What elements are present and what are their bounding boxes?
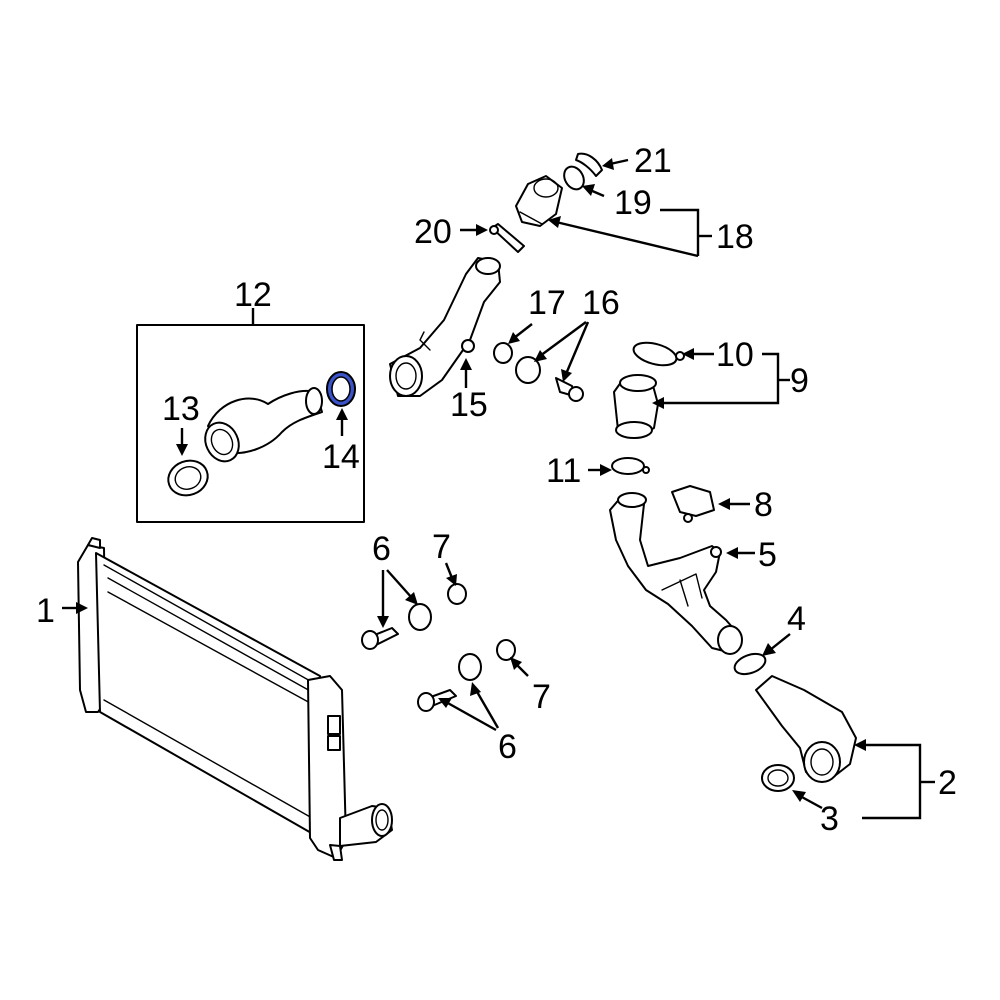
intercooler-part-1[interactable] <box>77 537 393 861</box>
sensor-part-8[interactable] <box>671 485 715 523</box>
callout-1: 1 <box>36 592 55 630</box>
seal-part-19[interactable] <box>560 163 588 193</box>
callout-6-lower: 6 <box>498 728 517 766</box>
callout-7-upper: 7 <box>432 528 451 566</box>
charge-pipe-part-5[interactable] <box>609 492 743 655</box>
callout-5: 5 <box>758 536 777 574</box>
callout-3: 3 <box>820 800 839 838</box>
hose-part-9[interactable] <box>613 374 659 439</box>
pin-part-20[interactable] <box>489 223 525 253</box>
callout-14: 14 <box>322 438 360 476</box>
bolt-part-6-upper[interactable] <box>361 603 432 650</box>
clamp-part-11[interactable] <box>611 457 650 475</box>
o-ring-part-14[interactable] <box>326 371 356 407</box>
callout-11: 11 <box>546 452 581 490</box>
clip-part-21[interactable] <box>575 152 603 177</box>
callout-10: 10 <box>716 336 754 374</box>
hose-part-2[interactable] <box>755 675 857 783</box>
callout-9: 9 <box>790 362 809 400</box>
grommet-part-17[interactable] <box>493 342 513 364</box>
bolt-and-grommet-part-16[interactable] <box>515 356 584 402</box>
clamp-part-3[interactable] <box>761 764 795 792</box>
leader-lines <box>62 158 935 820</box>
callout-18: 18 <box>716 218 754 256</box>
callout-15: 15 <box>450 386 488 424</box>
callout-12: 12 <box>234 276 272 314</box>
callout-labels: 1 2 3 4 5 6 6 7 7 8 9 10 11 12 13 14 15 … <box>36 142 957 838</box>
callout-21: 21 <box>634 142 672 180</box>
pipe-part-18[interactable] <box>515 175 563 227</box>
callout-17: 17 <box>528 284 566 322</box>
callout-4: 4 <box>787 600 806 638</box>
callout-19: 19 <box>614 184 652 222</box>
charge-pipe-part-15[interactable] <box>389 257 501 397</box>
charge-hose-part-13[interactable] <box>163 387 323 501</box>
bolt-part-6-lower[interactable] <box>417 653 482 712</box>
callout-20: 20 <box>414 213 452 251</box>
grommet-part-7-upper[interactable] <box>447 583 467 605</box>
callout-16: 16 <box>582 284 620 322</box>
callout-7-lower: 7 <box>532 678 551 716</box>
clamp-part-10[interactable] <box>631 339 685 370</box>
callout-8: 8 <box>754 486 773 524</box>
hose-kit-box-part-12[interactable] <box>136 308 365 523</box>
callout-13: 13 <box>162 390 200 428</box>
clamp-part-4[interactable] <box>732 650 768 678</box>
callout-6-upper: 6 <box>372 530 391 568</box>
grommet-part-7-lower[interactable] <box>496 639 516 661</box>
callout-2: 2 <box>938 764 957 802</box>
